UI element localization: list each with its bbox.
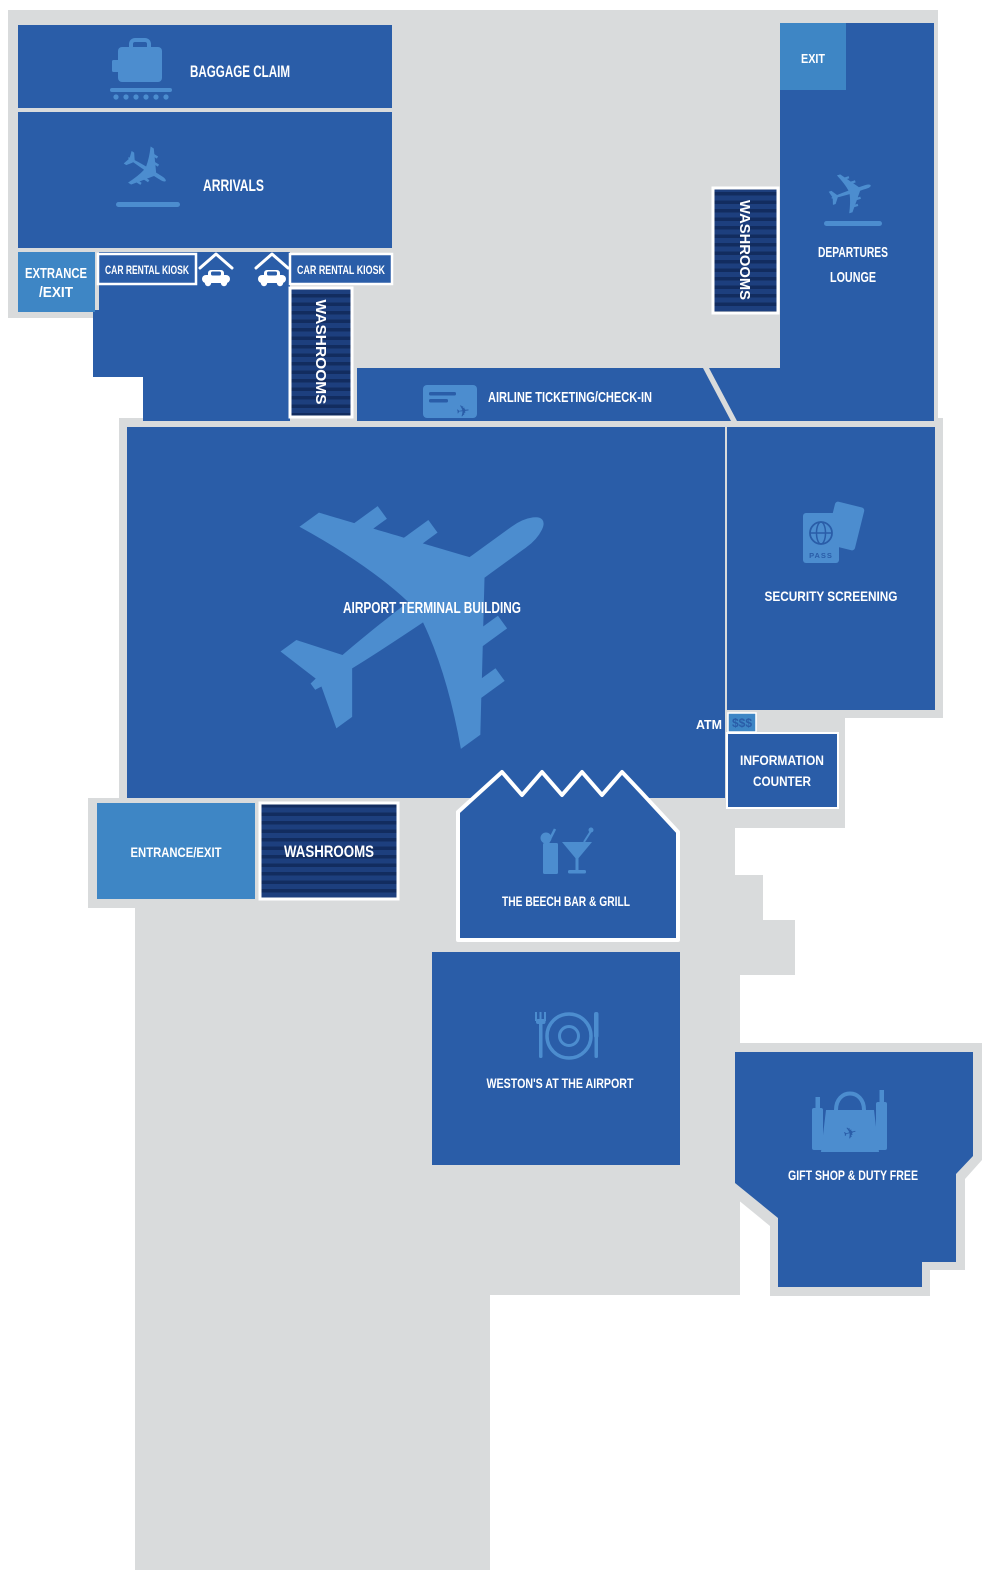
extrance-exit-block [18, 252, 95, 312]
departures-exit-block [780, 23, 846, 90]
security-screening-block [727, 427, 935, 710]
area-information-counter: INFORMATION COUNTER [726, 732, 839, 809]
car-rental-right-label: CAR RENTAL KIOSK [297, 265, 386, 277]
atm-dollars-icon: $$$ [732, 716, 752, 730]
baggage-claim-label: BAGGAGE CLAIM [190, 62, 290, 81]
floor-step-1 [735, 875, 763, 975]
washrooms-arrivals-label: WASHROOMS [312, 300, 329, 405]
area-gift-shop: ✈ GIFT SHOP & DUTY FREE [735, 1052, 973, 1287]
area-car-rental-right: CAR RENTAL KIOSK [288, 252, 394, 286]
shopping-bag-bottles-icon: ✈ [812, 1090, 887, 1152]
plate-cutlery-icon [535, 1012, 599, 1060]
departures-lounge-line1: DEPARTURES [818, 244, 888, 261]
area-arrivals: ✈ ARRIVALS [18, 112, 392, 248]
area-baggage-claim: BAGGAGE CLAIM [18, 25, 392, 108]
gift-shop-block [735, 1052, 973, 1287]
car-rental-right-block [288, 252, 394, 286]
westons-block [432, 952, 680, 1165]
arrivals-block [18, 112, 392, 248]
departures-exit-label: EXIT [801, 52, 825, 66]
floor-step-2 [763, 920, 795, 975]
terminal-building-block [127, 427, 725, 798]
information-counter-line2: COUNTER [753, 774, 811, 789]
extrance-exit-line2: /EXIT [39, 285, 73, 301]
beech-bar-label: THE BEECH BAR & GRILL [502, 893, 630, 909]
arrivals-hall-block [93, 252, 290, 421]
car-rental-left-label: CAR RENTAL KIOSK [105, 265, 190, 277]
washrooms-departures-block [711, 186, 780, 315]
floor-right-walk [678, 808, 735, 1053]
security-screening-label: SECURITY SCREENING [765, 588, 898, 604]
baggage-claim-block [18, 25, 392, 108]
area-airline-ticketing: ✈ AIRLINE TICKETING/CHECK-IN [357, 368, 731, 421]
area-washrooms-departures: WASHROOMS [711, 186, 780, 315]
terminal-building-label: AIRPORT TERMINAL BUILDING [343, 600, 521, 617]
washrooms-main-block [258, 801, 400, 901]
area-extrance-exit-top: EXTRANCE /EXIT [18, 252, 95, 312]
arrivals-label: ARRIVALS [203, 176, 264, 195]
airline-ticketing-label: AIRLINE TICKETING/CHECK-IN [488, 389, 652, 406]
atm-label: ATM [696, 717, 722, 732]
svg-text:✈: ✈ [841, 1122, 859, 1144]
cocktails-icon [540, 827, 594, 874]
beech-bar-block [456, 770, 680, 942]
area-security-screening: PASS SECURITY SCREENING [727, 427, 935, 710]
westons-label: WESTON'S AT THE AIRPORT [487, 1075, 634, 1091]
car-rental-left-block [96, 252, 198, 286]
entrance-exit-main-block [97, 803, 255, 899]
extrance-exit-line1: EXTRANCE [25, 266, 87, 282]
area-washrooms-main: WASHROOMS [258, 801, 400, 901]
area-beech-bar: THE BEECH BAR & GRILL [456, 770, 680, 942]
information-counter-line1: INFORMATION [740, 753, 824, 768]
atm-badge: $$$ [727, 712, 757, 733]
svg-text:PASS: PASS [809, 551, 833, 560]
passport-icon: PASS [803, 501, 865, 563]
entrance-exit-main-label: ENTRANCE/EXIT [131, 844, 222, 860]
departures-lounge-block [709, 23, 934, 421]
suitcase-conveyor-icon [110, 38, 172, 100]
information-counter-block [726, 732, 839, 809]
area-departures-lounge: EXIT ✈ DEPARTURES LOUNGE [709, 23, 934, 421]
washrooms-arrivals-block [288, 286, 354, 419]
departures-lounge-line2: LOUNGE [830, 269, 876, 286]
washrooms-departures-label: WASHROOMS [736, 200, 753, 300]
washrooms-main-label: WASHROOMS [284, 842, 374, 861]
svg-text:✈: ✈ [455, 401, 471, 422]
gift-shop-label: GIFT SHOP & DUTY FREE [788, 1167, 918, 1183]
area-westons: WESTON'S AT THE AIRPORT [432, 952, 680, 1165]
boarding-pass-icon: ✈ [423, 385, 477, 421]
area-entrance-exit-main: ENTRANCE/EXIT [97, 803, 255, 899]
area-washrooms-arrivals: WASHROOMS [288, 286, 354, 419]
area-car-rental-left: CAR RENTAL KIOSK [96, 252, 198, 286]
